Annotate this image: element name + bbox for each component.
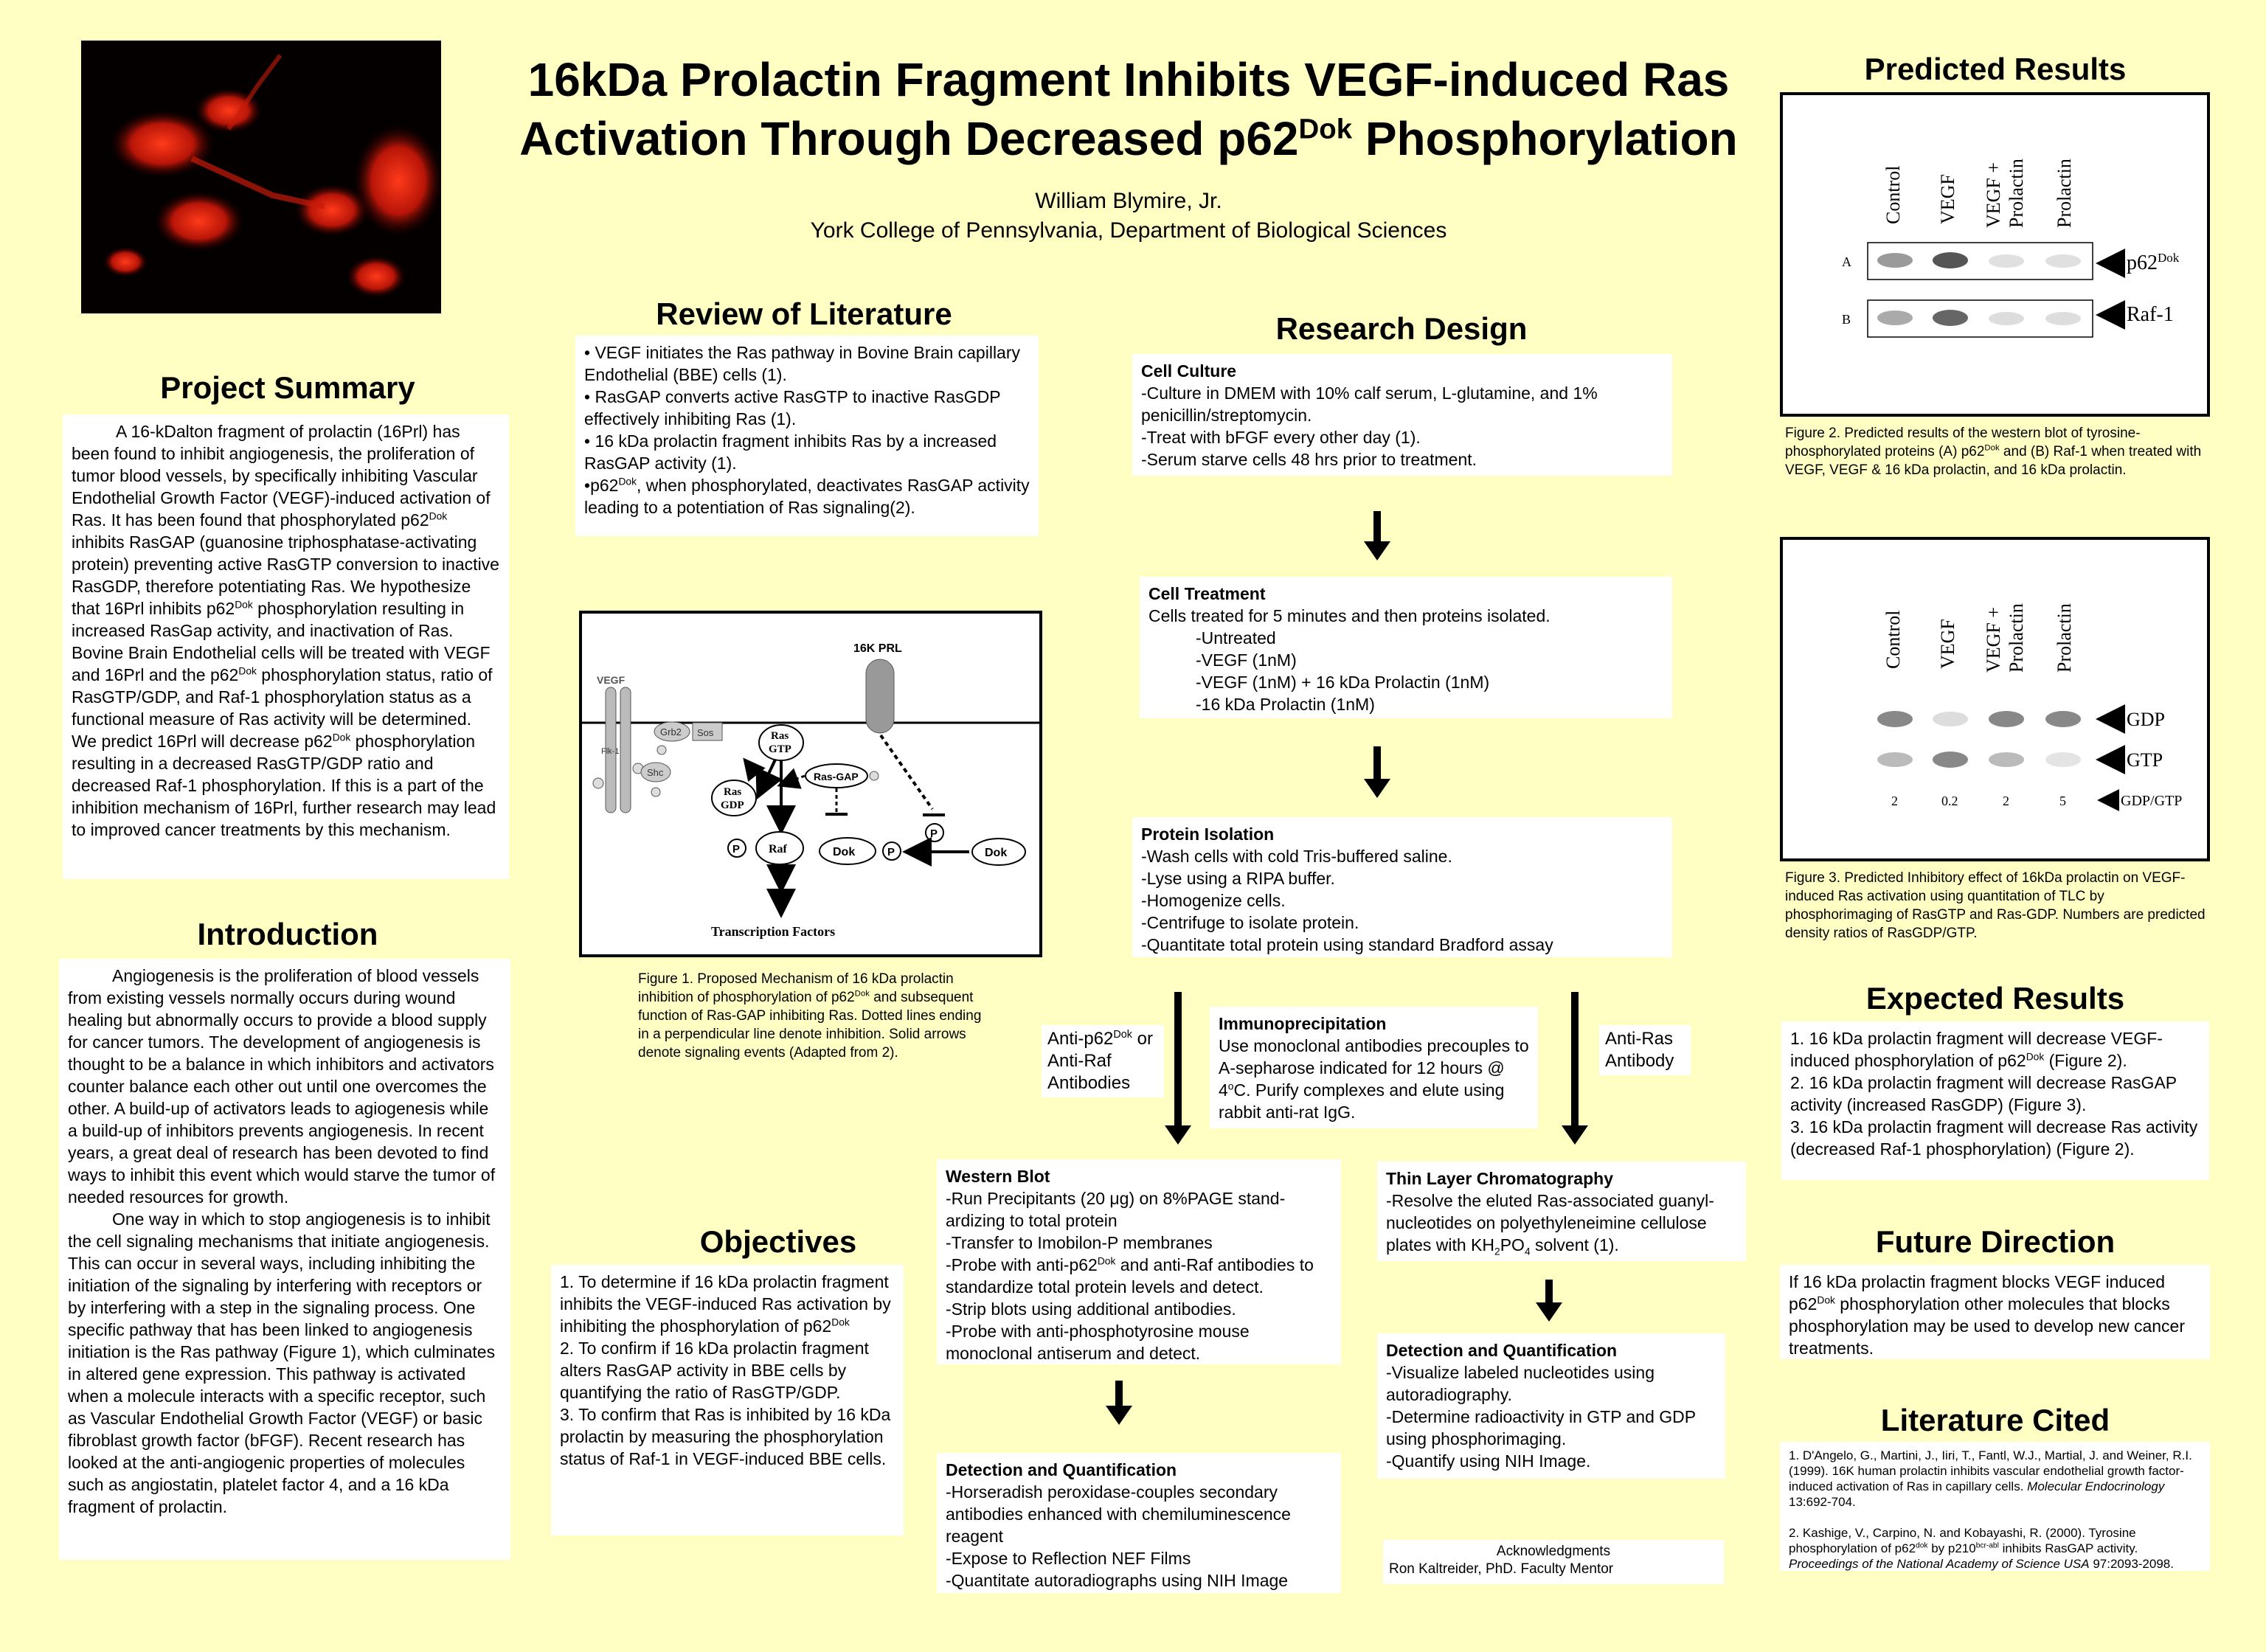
- future-direction-heading: Future Direction: [1875, 1224, 2116, 1259]
- shc-label: Shc: [647, 767, 664, 778]
- anti-ras-label: Anti-Ras Antibody: [1599, 1025, 1691, 1075]
- vegf-label: VEGF: [597, 674, 626, 686]
- ras-pathway-diagram: VEGF Flk-1 Grb2 Sos Shc Ras GTP Ras GDP …: [582, 642, 1039, 939]
- predicted-results-heading: Predicted Results: [1864, 52, 2127, 86]
- gtp-label: GTP: [2127, 749, 2163, 771]
- svg-text:GTP: GTP: [769, 743, 791, 755]
- tlc-figure: Control VEGF VEGF + Prolactin Prolactin …: [1877, 603, 2182, 811]
- sos-label: Sos: [697, 727, 714, 738]
- svg-text:P: P: [887, 846, 895, 858]
- objectives-heading: Objectives: [699, 1224, 857, 1259]
- tlc-box: Thin Layer Chromatography -Resolve the e…: [1377, 1162, 1746, 1261]
- objectives-text: 1. To determine if 16 kDa prolactin frag…: [551, 1265, 904, 1535]
- title-line-1: 16kDa Prolactin Fragment Inhibits VEGF-i…: [527, 53, 1730, 106]
- arrow-down: [1364, 511, 1390, 560]
- detection-quantification-wb-box: Detection and Quantification -Horseradis…: [937, 1453, 1341, 1593]
- introduction-text: Angiogenesis is the proliferation of blo…: [59, 959, 510, 1560]
- project-summary-text: A 16-kDalton fragment of prolactin (16Pr…: [63, 414, 509, 879]
- svg-text:Prolactin: Prolactin: [2006, 159, 2027, 228]
- anti-dok-label: Anti-p62Dok or Anti-Raf Antibodies: [1042, 1025, 1164, 1097]
- author: William Blymire, Jr.: [1035, 189, 1222, 213]
- title-line-2: Activation Through Decreased p62Dok Phos…: [519, 112, 1738, 165]
- raf-label: Raf: [769, 843, 788, 856]
- research-design-heading: Research Design: [1275, 311, 1528, 346]
- svg-text:Dok: Dok: [833, 846, 855, 858]
- literature-cited-text: 1. D'Angelo, G., Martini, J., Iiri, T., …: [1780, 1442, 2210, 1571]
- cell-micrograph: [81, 41, 441, 313]
- prl-label: 16K PRL: [853, 642, 902, 655]
- cell-micrograph-image: [81, 41, 441, 313]
- literature-cited-heading: Literature Cited: [1880, 1403, 2110, 1437]
- figure-3: Control VEGF VEGF + Prolactin Prolactin …: [1780, 537, 2210, 861]
- poster-title: 16kDa Prolactin Fragment Inhibits VEGF-i…: [502, 50, 1756, 168]
- grb2-label: Grb2: [660, 726, 682, 738]
- western-blot-figure: Control VEGF VEGF + Prolactin Prolactin …: [1842, 159, 2180, 338]
- review-heading: Review of Literature: [656, 296, 952, 331]
- transcription-factors-label: Transcription Factors: [711, 924, 835, 939]
- arrow-down-tlc: [1562, 992, 1588, 1145]
- western-blot-box: Western Blot -Run Precipitants (20 μg) o…: [937, 1159, 1341, 1364]
- svg-text:Ras: Ras: [771, 730, 789, 742]
- rasgap-label: Ras-GAP: [814, 771, 859, 782]
- p62-label: p62Dok: [2127, 251, 2180, 274]
- svg-text:P: P: [732, 843, 740, 856]
- svg-text:GDP: GDP: [721, 799, 744, 811]
- svg-text:VEGF +: VEGF +: [1983, 607, 2004, 673]
- introduction-heading: Introduction: [197, 917, 378, 951]
- expected-results-text: 1. 16 kDa prolactin fragment will decrea…: [1781, 1021, 2209, 1180]
- gdp-label: GDP: [2127, 709, 2165, 730]
- figure-3-caption: Figure 3. Predicted Inhibitory effect of…: [1785, 870, 2206, 941]
- figure-1-caption: Figure 1. Proposed Mechanism of 16 kDa p…: [638, 971, 982, 1061]
- svg-text:VEGF: VEGF: [1937, 174, 1958, 224]
- raf1-label: Raf-1: [2127, 303, 2174, 326]
- row-a-label: A: [1842, 254, 1851, 269]
- svg-text:VEGF: VEGF: [1937, 619, 1958, 669]
- introduction-paragraph-1: Angiogenesis is the proliferation of blo…: [68, 966, 496, 1207]
- svg-text:VEGF +: VEGF +: [1983, 162, 2004, 228]
- cell-treatment-box: Cell Treatment Cells treated for 5 minut…: [1140, 577, 1672, 718]
- immunoprecipitation-box: Immunoprecipitation Use monoclonal antib…: [1210, 1007, 1538, 1128]
- review-text: • VEGF initiates the Ras pathway in Bovi…: [575, 336, 1039, 536]
- arrow-down-western: [1165, 992, 1191, 1145]
- arrow-down: [1106, 1381, 1132, 1425]
- cell-culture-box: Cell Culture -Culture in DMEM with 10% c…: [1132, 354, 1672, 476]
- acknowledgments-box: Acknowledgments Ron Kaltreider, PhD. Fac…: [1383, 1540, 1724, 1584]
- svg-text:Prolactin: Prolactin: [2006, 603, 2027, 673]
- svg-text:Prolactin: Prolactin: [2054, 159, 2075, 228]
- svg-text:Control: Control: [1882, 611, 1904, 669]
- figure-2-caption: Figure 2. Predicted results of the weste…: [1785, 426, 2202, 478]
- arrow-down: [1536, 1280, 1562, 1322]
- affiliation: York College of Pennsylvania, Department…: [810, 218, 1447, 243]
- introduction-paragraph-2: One way in which to stop angiogenesis is…: [68, 1210, 496, 1516]
- row-b-label: B: [1842, 312, 1851, 327]
- future-direction-text: If 16 kDa prolactin fragment blocks VEGF…: [1780, 1265, 2210, 1359]
- ratio-label: GDP/GTP: [2121, 793, 2182, 809]
- project-summary-heading: Project Summary: [160, 370, 415, 405]
- figure-1: VEGF Flk-1 Grb2 Sos Shc Ras GTP Ras GDP …: [579, 611, 1042, 957]
- detection-quantification-tlc-box: Detection and Quantification -Visualize …: [1377, 1333, 1725, 1479]
- flk-label: Flk-1: [601, 747, 619, 756]
- svg-text:Ras: Ras: [724, 786, 741, 798]
- arrow-down: [1364, 746, 1390, 798]
- protein-isolation-box: Protein Isolation -Wash cells with cold …: [1132, 817, 1672, 957]
- svg-text:P: P: [930, 827, 938, 840]
- ratio-control: 2: [1891, 794, 1898, 808]
- svg-text:Dok: Dok: [985, 847, 1007, 859]
- figure-2: Control VEGF VEGF + Prolactin Prolactin …: [1780, 92, 2210, 417]
- svg-text:Control: Control: [1882, 166, 1904, 224]
- svg-text:Prolactin: Prolactin: [2054, 603, 2075, 673]
- ratio-prolactin: 5: [2059, 794, 2066, 808]
- ratio-vegf-prolactin: 2: [2003, 794, 2009, 808]
- ratio-vegf: 0.2: [1941, 794, 1958, 808]
- expected-results-heading: Expected Results: [1865, 981, 2125, 1016]
